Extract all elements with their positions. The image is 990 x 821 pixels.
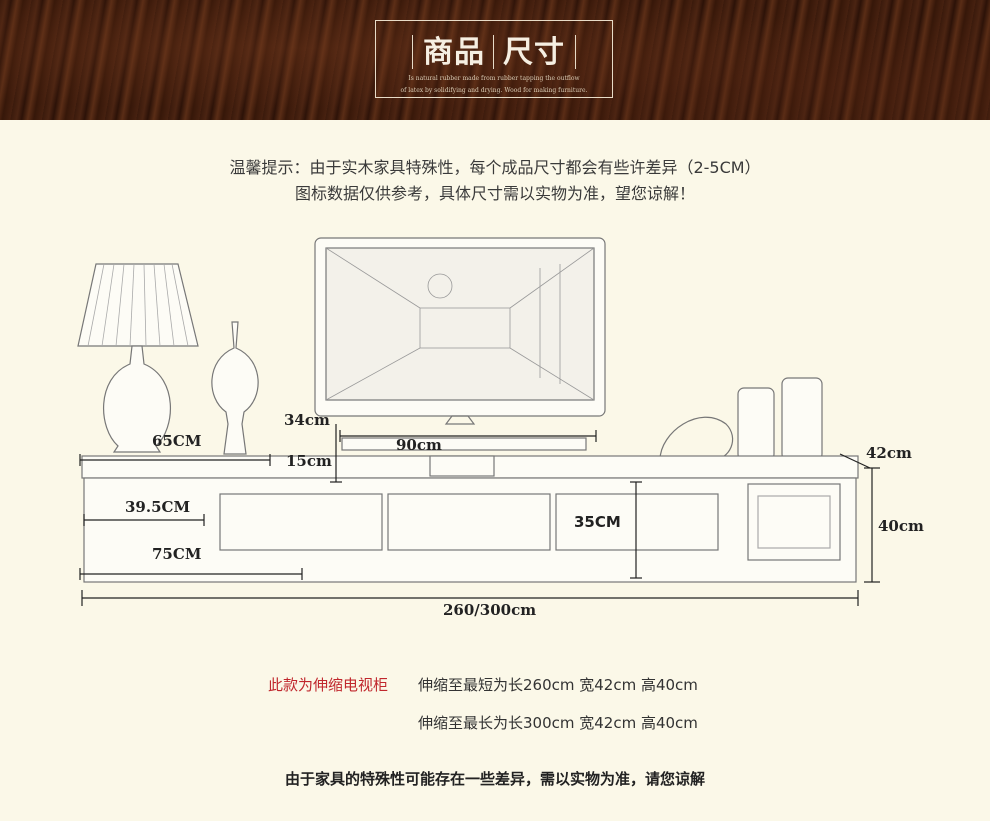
- dvd-player: [429, 455, 495, 477]
- dim-label-total: 260/300cm: [443, 601, 537, 619]
- lamp-shade: [77, 263, 199, 347]
- wood-banner: 商品尺寸 Is natural rubber made from rubber …: [0, 0, 990, 120]
- cabinet-body: [83, 477, 857, 583]
- section-subtitle: Is natural rubber made from rubber tappi…: [384, 73, 604, 97]
- tv-stand: [444, 415, 476, 425]
- dim-label-75: 75CM: [152, 545, 202, 563]
- title-left: 商品: [423, 35, 485, 70]
- dim-label-90: 90cm: [396, 436, 442, 454]
- bottom-disclaimer: 由于家具的特殊性可能存在一些差异，需以实物为准，请您谅解: [284, 770, 705, 788]
- telescopic-label: 此款为伸缩电视柜: [268, 676, 389, 694]
- subtitle-line-2: of latex by solidifying and drying. Wood…: [400, 87, 588, 94]
- notice-line-2: 图标数据仅供参考，具体尺寸需以实物为准，望您谅解！: [294, 184, 695, 203]
- dim-label-34: 34cm: [284, 411, 330, 429]
- drawer-1: [219, 493, 383, 551]
- dim-label-42: 42cm: [866, 444, 912, 462]
- section-title-box: 商品尺寸 Is natural rubber made from rubber …: [375, 20, 613, 98]
- title-divider-right: [575, 35, 576, 69]
- subtitle-line-1: Is natural rubber made from rubber tappi…: [408, 75, 580, 82]
- size-min-note: 伸缩至最短为长260cm 宽42cm 高40cm: [418, 676, 698, 694]
- decor-canister-1: [737, 387, 775, 461]
- notice-text: 温馨提示：由于实木家具特殊性，每个成品尺寸都会有些许差异（2-5CM） 图标数据…: [0, 155, 990, 207]
- tv-screen: [325, 247, 595, 401]
- top-shelf: [341, 437, 587, 451]
- section-title: 商品尺寸: [376, 27, 612, 71]
- drawer-3: [555, 493, 719, 551]
- decor-canister-2: [781, 377, 823, 461]
- size-max-note: 伸缩至最长为长300cm 宽42cm 高40cm: [418, 714, 698, 732]
- title-right: 尺寸: [503, 35, 565, 70]
- title-divider-mid: [493, 35, 494, 69]
- dim-label-40: 40cm: [878, 517, 924, 535]
- dim-label-39-5: 39.5CM: [125, 498, 191, 516]
- lamp-base: [102, 345, 172, 453]
- dim-label-15: 15cm: [286, 452, 332, 470]
- notice-line-1: 温馨提示：由于实木家具特殊性，每个成品尺寸都会有些许差异（2-5CM）: [229, 158, 761, 177]
- drawer-2: [387, 493, 551, 551]
- dim-label-35: 35CM: [574, 513, 621, 531]
- wine-rack: [659, 416, 734, 461]
- decor-vase: [211, 321, 259, 455]
- title-divider-left: [412, 35, 413, 69]
- side-door: [747, 483, 841, 561]
- tv-cabinet-sketch: [77, 237, 880, 606]
- dim-label-65: 65CM: [152, 432, 202, 450]
- dim-line-42: [839, 453, 871, 469]
